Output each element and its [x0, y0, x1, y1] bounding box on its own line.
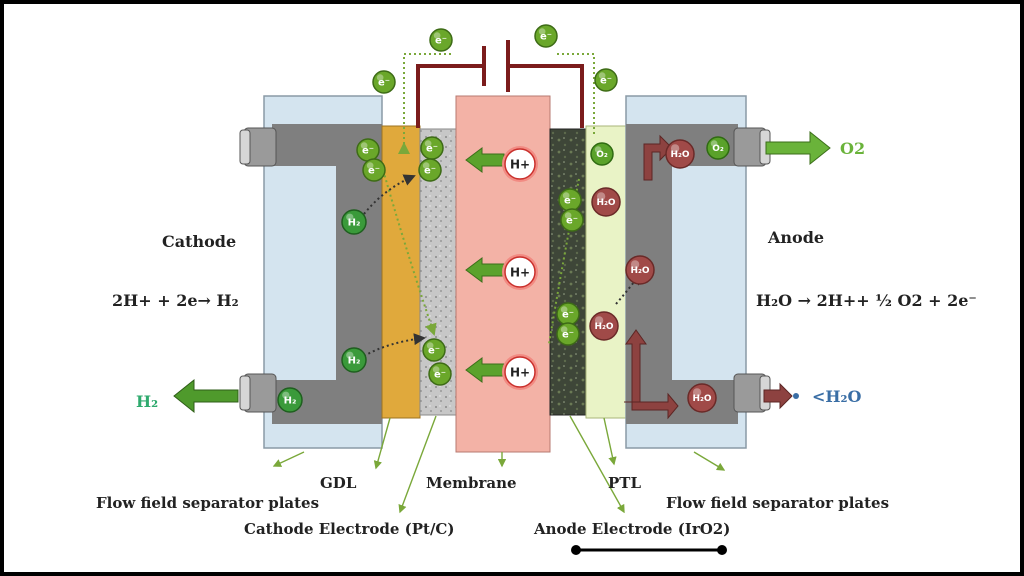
electron-molecule-label: e⁻	[562, 310, 574, 321]
hydrogen-molecule: H₂	[277, 387, 303, 413]
cathode-label: Cathode	[162, 232, 236, 251]
electron-molecule: e⁻	[556, 322, 580, 346]
h2-outlet-label: H₂	[136, 392, 158, 411]
water-flow-arrow-up	[624, 329, 679, 420]
proton-molecule: H+	[502, 254, 538, 290]
ptl-layer	[585, 125, 627, 419]
electron-molecule: e⁻	[534, 24, 558, 48]
electron-molecule: e⁻	[362, 158, 386, 182]
label-leader-lines	[272, 415, 726, 514]
proton-molecule-label: H+	[510, 265, 530, 279]
hydrogen-molecule-label: H₂	[348, 218, 361, 229]
anode-reaction: H₂O → 2H++ ½ O2 + 2e⁻	[756, 291, 977, 310]
electron-path	[381, 53, 595, 345]
membrane-label: Membrane	[426, 474, 517, 492]
electron-molecule: e⁻	[558, 188, 582, 212]
electron-molecule-label: e⁻	[424, 166, 436, 177]
electron-molecule: e⁻	[560, 208, 584, 232]
external-circuit-wire	[416, 40, 584, 128]
water-molecule: H₂O	[687, 383, 717, 413]
ptl-label: PTL	[608, 474, 641, 492]
decorative-bar	[571, 545, 727, 555]
electron-molecule-label: e⁻	[426, 144, 438, 155]
water-molecule-label: H₂O	[596, 198, 615, 208]
oxygen-molecule-label: O₂	[596, 150, 608, 160]
electron-molecule: e⁻	[429, 28, 453, 52]
o2-outlet-label: O2	[840, 139, 865, 158]
electron-molecule-label: e⁻	[540, 32, 552, 43]
electron-molecule: e⁻	[418, 158, 442, 182]
water-molecule: H₂O	[665, 139, 695, 169]
anode-label: Anode	[767, 228, 824, 247]
proton-molecule: H+	[502, 354, 538, 390]
electron-molecule-label: e⁻	[378, 78, 390, 89]
hydrogen-molecule-label: H₂	[348, 356, 361, 367]
electrolyzer-diagram: e⁻ e⁻ e⁻ e⁻ e⁻ e⁻ e⁻ e⁻ e⁻ e⁻ e⁻ e⁻ e⁻ e⁻ H+ H+ H+ H₂ H₂ H₂…	[96, 24, 977, 555]
flow-field-right-label: Flow field separator plates	[666, 494, 889, 512]
electron-molecule: e⁻	[356, 138, 380, 162]
h2o-inlet-label: <H₂O	[812, 387, 862, 406]
electron-molecule: e⁻	[420, 136, 444, 160]
anode-pipe-top	[733, 127, 771, 167]
anode-electrode-layer	[549, 128, 587, 416]
oxygen-molecule: O₂	[590, 142, 614, 166]
cathode-electrode-label: Cathode Electrode (Pt/C)	[244, 520, 454, 538]
water-molecule-label: H₂O	[692, 394, 711, 404]
electron-molecule-label: e⁻	[428, 346, 440, 357]
o2-outlet-arrow	[765, 130, 831, 166]
electron-molecule-label: e⁻	[362, 146, 374, 157]
oxygen-molecule: O₂	[706, 136, 730, 160]
hydrogen-molecule-label: H₂	[284, 396, 297, 407]
water-molecule: H₂O	[591, 187, 621, 217]
water-molecule: H₂O	[589, 311, 619, 341]
electron-molecule-label: e⁻	[566, 216, 578, 227]
proton-molecule-label: H+	[510, 365, 530, 379]
water-molecule: H₂O	[625, 255, 655, 285]
electron-molecule-label: e⁻	[368, 166, 380, 177]
anode-electrode-label: Anode Electrode (IrO2)	[533, 520, 730, 538]
diagram-canvas: e⁻ e⁻ e⁻ e⁻ e⁻ e⁻ e⁻ e⁻ e⁻ e⁻ e⁻ e⁻ e⁻ e⁻ H+ H+ H+ H₂ H₂ H₂…	[4, 4, 1020, 572]
cathode-pipe-bottom	[239, 373, 277, 413]
h2-outlet-arrow	[173, 378, 239, 414]
electron-molecule-label: e⁻	[600, 76, 612, 87]
water-molecule-label: H₂O	[670, 150, 689, 160]
water-molecule-label: H₂O	[630, 266, 649, 276]
oxygen-molecule-label: O₂	[712, 144, 724, 154]
electron-molecule-label: e⁻	[564, 196, 576, 207]
proton-molecule-label: H+	[510, 157, 530, 171]
hydrogen-molecule: H₂	[341, 347, 367, 373]
electron-molecule-label: e⁻	[434, 370, 446, 381]
flow-field-left-label: Flow field separator plates	[96, 494, 319, 512]
electron-molecule: e⁻	[422, 338, 446, 362]
gdl-label: GDL	[320, 474, 357, 492]
electron-molecule-label: e⁻	[435, 36, 447, 47]
electron-molecule: e⁻	[594, 68, 618, 92]
proton-molecule: H+	[502, 146, 538, 182]
cathode-reaction: 2H+ + 2e→ H₂	[112, 291, 239, 310]
h2o-inlet-arrow	[763, 382, 799, 410]
electron-molecule: e⁻	[428, 362, 452, 386]
water-molecule-label: H₂O	[594, 322, 613, 332]
electron-molecule-label: e⁻	[562, 330, 574, 341]
cathode-pipe-top	[239, 127, 277, 167]
electron-molecule: e⁻	[556, 302, 580, 326]
electron-molecule: e⁻	[372, 70, 396, 94]
hydrogen-molecule: H₂	[341, 209, 367, 235]
